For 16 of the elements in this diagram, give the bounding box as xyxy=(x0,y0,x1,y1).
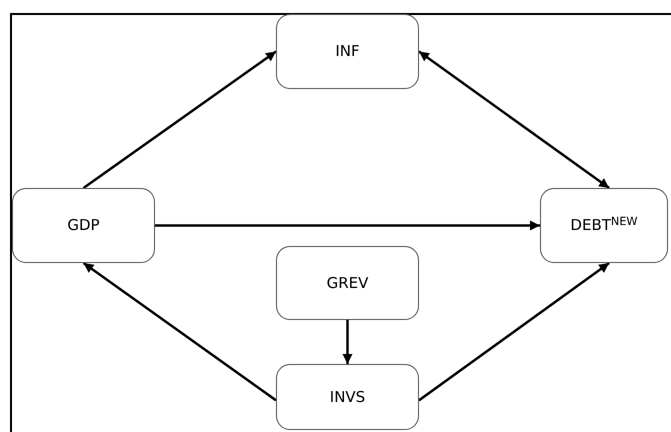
arrow xyxy=(155,220,540,230)
arrow xyxy=(342,320,352,364)
variable-label: INF xyxy=(335,41,360,62)
variable-box xyxy=(276,246,419,320)
variable-box xyxy=(12,188,155,263)
variable-label: GDP xyxy=(67,215,100,236)
arrow xyxy=(418,50,610,190)
variable-box xyxy=(276,14,419,89)
arrow xyxy=(82,50,277,190)
variable-label: INVS xyxy=(330,386,366,408)
arrow xyxy=(418,262,610,402)
variable-label: GREV xyxy=(326,272,368,294)
variable-box xyxy=(276,364,419,430)
variable-label: DEBT$^{NEW}$ xyxy=(570,214,638,236)
variable-box xyxy=(540,188,668,263)
arrow xyxy=(82,262,277,402)
